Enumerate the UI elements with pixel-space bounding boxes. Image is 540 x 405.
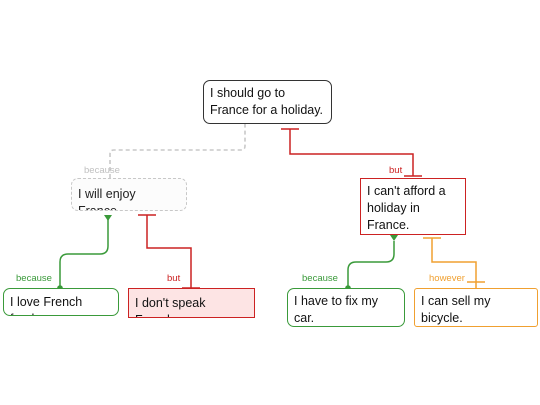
dont-speak-french-text: I don't speak French. xyxy=(135,296,206,317)
french-food-node[interactable]: I love French food. xyxy=(3,288,119,316)
support-arrow-enjoy xyxy=(104,215,112,221)
link-label-food-enjoy: because xyxy=(16,273,52,284)
connector-car-to-cant-afford xyxy=(347,241,395,288)
root-claim-text: I should go to France for a holiday. xyxy=(210,86,324,117)
connector-bike-to-cant-afford xyxy=(431,238,477,288)
enjoy-france-node[interactable]: I will enjoy France. xyxy=(71,178,187,211)
sell-bicycle-node[interactable]: I can sell my bicycle. xyxy=(414,288,538,327)
link-label-speak-enjoy: but xyxy=(167,273,181,284)
connector-speak-to-enjoy xyxy=(146,215,192,288)
connector-enjoy-to-root xyxy=(109,124,246,178)
fix-car-text: I have to fix my car. xyxy=(294,294,379,325)
support-arrow-cant-afford xyxy=(390,235,398,241)
link-label-cant-afford-root: but xyxy=(389,165,403,176)
link-label-bike-car: however xyxy=(429,273,465,284)
cant-afford-node[interactable]: I can't afford a holiday in France. xyxy=(360,178,466,235)
link-label-enjoy-root: because xyxy=(84,165,120,176)
link-label-car-cant-afford: because xyxy=(302,273,338,284)
dont-speak-french-node[interactable]: I don't speak French. xyxy=(128,288,255,318)
sell-bicycle-text: I can sell my bicycle. xyxy=(421,294,491,325)
enjoy-france-text: I will enjoy France. xyxy=(78,187,136,211)
cant-afford-text: I can't afford a holiday in France. xyxy=(367,184,446,232)
root-claim-node[interactable]: I should go to France for a holiday. xyxy=(203,80,332,124)
fix-car-node[interactable]: I have to fix my car. xyxy=(287,288,405,327)
connector-food-to-enjoy xyxy=(59,215,109,288)
french-food-text: I love French food. xyxy=(10,295,83,315)
connector-cant-afford-to-root xyxy=(289,129,414,176)
